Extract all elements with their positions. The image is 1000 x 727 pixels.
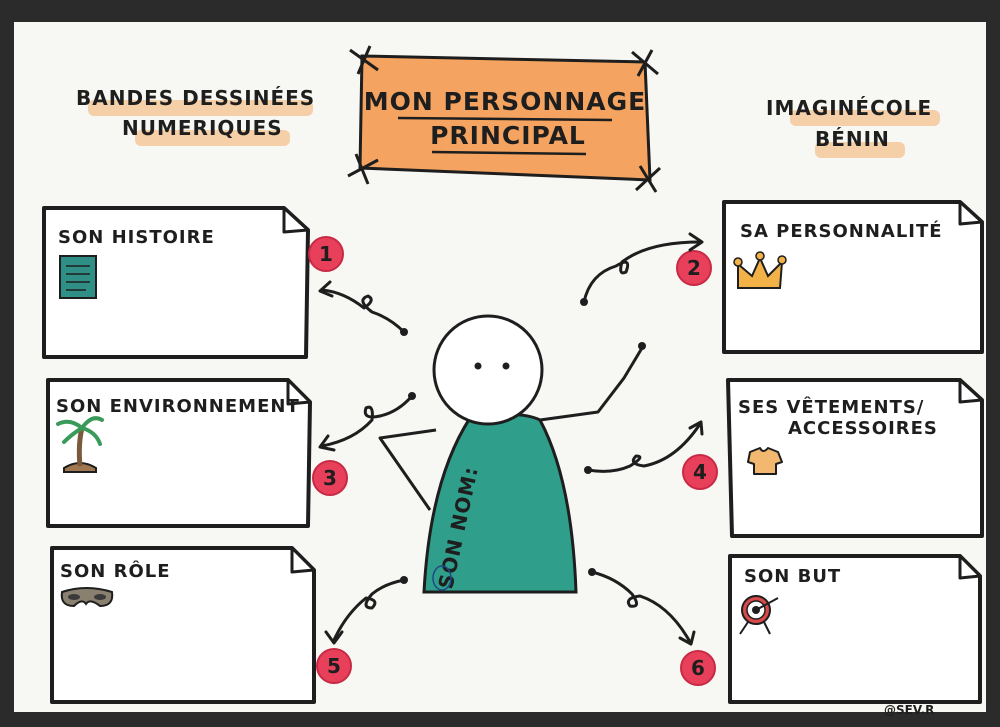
right-header-line2: BÉNIN bbox=[815, 127, 890, 151]
card-label-line2: ACCESSOIRES bbox=[788, 418, 938, 439]
left-header: BANDES DESSINÉES NUMERIQUES bbox=[76, 86, 315, 146]
badge-3: 3 bbox=[312, 460, 348, 496]
card-label: SES VÊTEMENTS/ bbox=[738, 396, 924, 418]
badge-5: 5 bbox=[316, 648, 352, 684]
card-son-role: SON RÔLE bbox=[50, 546, 316, 704]
connector-arrows bbox=[318, 232, 704, 646]
title-line2: PRINCIPAL bbox=[430, 121, 586, 150]
badge-number: 3 bbox=[323, 466, 337, 490]
title-line1: MON PERSONNAGE bbox=[364, 87, 646, 116]
target-icon bbox=[739, 595, 779, 635]
signature: @SEV.R bbox=[884, 703, 934, 717]
crown-icon bbox=[733, 251, 787, 289]
title-box: MON PERSONNAGE PRINCIPAL bbox=[347, 45, 662, 193]
badge-1: 1 bbox=[308, 236, 344, 272]
character-eye-right bbox=[502, 362, 510, 370]
card-son-histoire: SON HISTOIRE bbox=[42, 206, 310, 359]
card-label: SON RÔLE bbox=[60, 560, 171, 582]
badge-number: 6 bbox=[691, 656, 705, 680]
card-ses-vetements: SES VÊTEMENTS/ ACCESSOIRES bbox=[726, 378, 984, 538]
character-head bbox=[432, 314, 544, 426]
left-header-line1: BANDES DESSINÉES bbox=[76, 86, 315, 110]
card-sa-personnalite: SA PERSONNALITÉ bbox=[722, 200, 984, 354]
palm-tree-icon bbox=[56, 416, 104, 473]
tshirt-icon bbox=[747, 447, 783, 475]
badge-4: 4 bbox=[682, 454, 718, 490]
left-header-line2: NUMERIQUES bbox=[122, 116, 283, 140]
card-son-environnement: SON ENVIRONNEMENT bbox=[46, 378, 312, 528]
card-label: SON BUT bbox=[744, 566, 841, 587]
character-eye-left bbox=[474, 362, 482, 370]
card-label: SON ENVIRONNEMENT bbox=[56, 396, 300, 417]
right-header: IMAGINÉCOLE BÉNIN bbox=[766, 96, 940, 158]
badge-number: 4 bbox=[693, 460, 707, 484]
character-figure: SON NOM: bbox=[378, 314, 646, 594]
badge-number: 2 bbox=[687, 256, 701, 280]
right-header-line1: IMAGINÉCOLE bbox=[766, 96, 932, 120]
book-icon bbox=[59, 255, 97, 299]
badge-6: 6 bbox=[680, 650, 716, 686]
card-label: SON HISTOIRE bbox=[58, 227, 215, 248]
badge-number: 1 bbox=[319, 242, 333, 266]
card-label: SA PERSONNALITÉ bbox=[740, 220, 943, 242]
mask-icon bbox=[60, 587, 114, 608]
badge-number: 5 bbox=[327, 654, 341, 678]
card-son-but: SON BUT bbox=[728, 554, 982, 704]
badge-2: 2 bbox=[676, 250, 712, 286]
character-body bbox=[422, 412, 578, 594]
